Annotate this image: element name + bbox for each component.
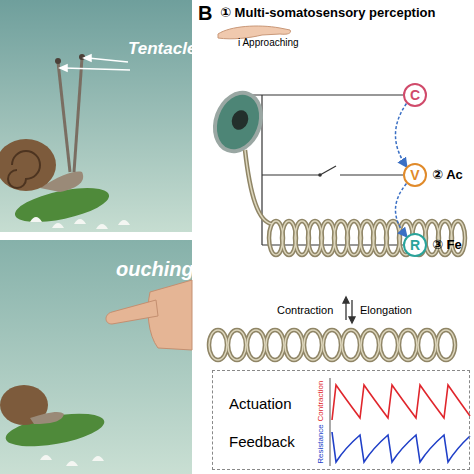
finger-drawing xyxy=(106,280,192,350)
feedback-arrow xyxy=(395,104,406,167)
photo-label: Tentacles xyxy=(128,40,206,59)
spring-coil xyxy=(245,150,465,255)
flower-drawing xyxy=(40,455,104,466)
sensor-circle: R xyxy=(403,233,427,257)
spring-coil xyxy=(209,330,455,360)
row-label: Actuation xyxy=(229,395,292,412)
flower-drawing xyxy=(30,217,130,229)
motion-label: Contraction xyxy=(277,304,333,316)
switch-contact xyxy=(318,173,322,177)
step-heading: ② Ac xyxy=(432,168,463,182)
motion-label: Elongation xyxy=(360,304,412,316)
snail-drawing xyxy=(0,385,107,452)
step-heading: ① Multi-somatosensory perception xyxy=(220,6,435,20)
axis-label: Resistance xyxy=(317,424,326,464)
step-heading: ③ Fe xyxy=(432,238,462,252)
circle-letter: C xyxy=(410,88,420,102)
row-label: Feedback xyxy=(229,433,295,450)
panel-letter: B xyxy=(198,2,212,24)
axis-label: Contraction xyxy=(317,381,326,422)
circle-letter: V xyxy=(410,168,419,182)
plot-panel: ActuationFeedback xyxy=(212,370,470,470)
hand-label: i Approaching xyxy=(238,37,299,48)
spring-highlight xyxy=(245,150,465,255)
hand-icon xyxy=(218,26,291,39)
sensor-disk xyxy=(205,84,272,161)
pointer-arrows xyxy=(60,55,130,71)
snail-drawing xyxy=(0,54,112,229)
sensor-circle: V xyxy=(403,163,427,187)
circle-letter: R xyxy=(410,238,420,252)
plot-axis xyxy=(330,378,331,466)
feedback-arrow xyxy=(395,184,406,237)
actuation-curve xyxy=(332,385,470,420)
spring-highlight xyxy=(209,330,455,360)
photo-label: ouching xyxy=(116,258,194,280)
feedback-curve xyxy=(332,432,470,462)
sensor-circle: C xyxy=(403,83,427,107)
photo-background xyxy=(0,0,192,232)
double-arrow xyxy=(343,297,355,323)
